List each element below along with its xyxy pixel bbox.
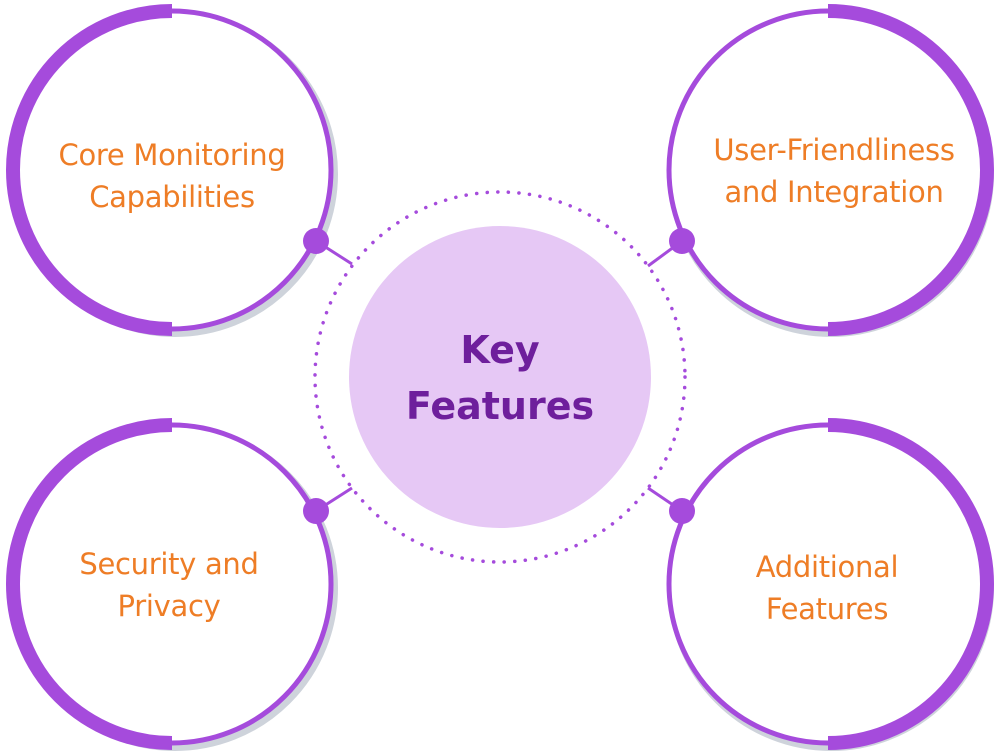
center-dotted-ring [313,190,687,564]
node-user-friendliness [666,4,994,337]
node-core-monitoring-line2: Capabilities [89,180,255,214]
node-core-monitoring-dot [303,228,329,254]
node-security-privacy [6,418,338,751]
center-title-line2: Features [405,384,595,428]
node-additional-features-dot [669,498,695,524]
node-additional-features-line1: Additional [755,550,899,584]
node-additional-features-label: Additional Features [687,546,967,630]
center-title: Key Features [350,322,650,434]
node-core-monitoring-label: Core Monitoring Capabilities [32,134,312,218]
node-user-friendliness-dot [669,228,695,254]
center-circle [349,226,651,528]
node-security-privacy-dot [303,498,329,524]
center-title-line1: Key [460,328,540,372]
node-security-privacy-label: Security and Privacy [29,543,309,627]
node-additional-features [666,418,994,751]
node-security-privacy-line1: Security and [79,547,259,581]
node-core-monitoring [6,4,338,337]
node-user-friendliness-line2: and Integration [724,175,944,209]
node-user-friendliness-line1: User-Friendliness [713,133,955,167]
node-additional-features-line2: Features [765,592,889,626]
node-core-monitoring-line1: Core Monitoring [58,138,286,172]
node-user-friendliness-label: User-Friendliness and Integration [694,129,974,213]
node-security-privacy-line2: Privacy [117,589,221,623]
